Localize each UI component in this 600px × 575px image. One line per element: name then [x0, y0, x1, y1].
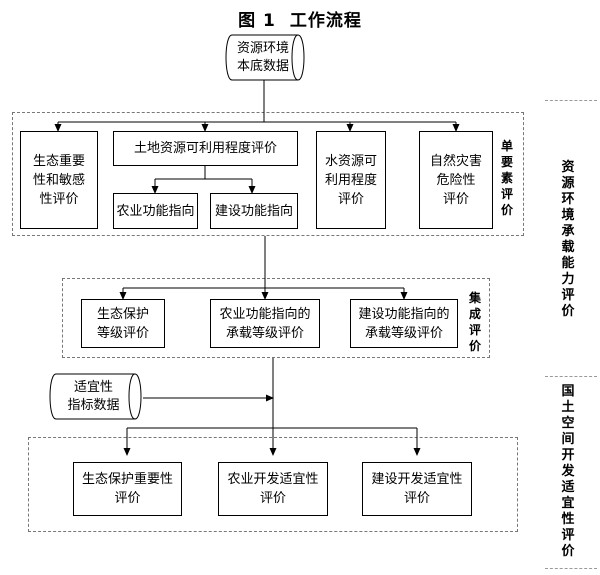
capacity-eval-label: 资源环境承载能力评价	[561, 160, 575, 319]
land-resource-box: 土地资源可利用程度评价	[113, 131, 298, 166]
suitability-data-cylinder	[49, 373, 142, 420]
figure-title: 图 1 工作流程	[0, 6, 600, 31]
figure-number: 图 1	[238, 11, 276, 31]
agri-suitability-box: 农业开发适宜性 评价	[218, 462, 328, 516]
natural-hazard-box: 自然灾害 危险性 评价	[419, 131, 493, 229]
integrated-region	[62, 278, 490, 358]
single-factor-label: 单要素评价	[500, 139, 513, 217]
side-separator-bottom	[545, 568, 597, 569]
single-factor-region	[12, 112, 524, 236]
source-data-cylinder	[225, 34, 305, 81]
spatial-suitability-label: 国土空间开发适宜性评价	[561, 384, 575, 559]
integrated-label: 集成评价	[468, 291, 481, 353]
eco-sensitivity-box: 生态重要 性和敏感 性评价	[20, 131, 98, 229]
construct-capacity-box: 建设功能指向的 承载等级评价	[350, 299, 458, 348]
water-resource-box: 水资源可 利用程度 评价	[316, 131, 386, 229]
construct-suitability-box: 建设开发适宜性 评价	[362, 462, 472, 516]
construct-orientation-box: 建设功能指向	[210, 193, 298, 229]
source-data-label: 资源环境 本底数据	[236, 40, 289, 74]
agri-capacity-box: 农业功能指向的 承载等级评价	[210, 299, 320, 348]
eco-protect-level-box: 生态保护 等级评价	[81, 299, 165, 348]
eco-importance-box: 生态保护重要性 评价	[73, 462, 182, 516]
figure-caption: 工作流程	[289, 11, 362, 31]
side-separator-top	[545, 100, 597, 101]
agri-orientation-box: 农业功能指向	[113, 193, 198, 229]
suitability-data-label: 适宜性 指标数据	[67, 379, 120, 413]
side-separator-middle	[545, 376, 597, 377]
